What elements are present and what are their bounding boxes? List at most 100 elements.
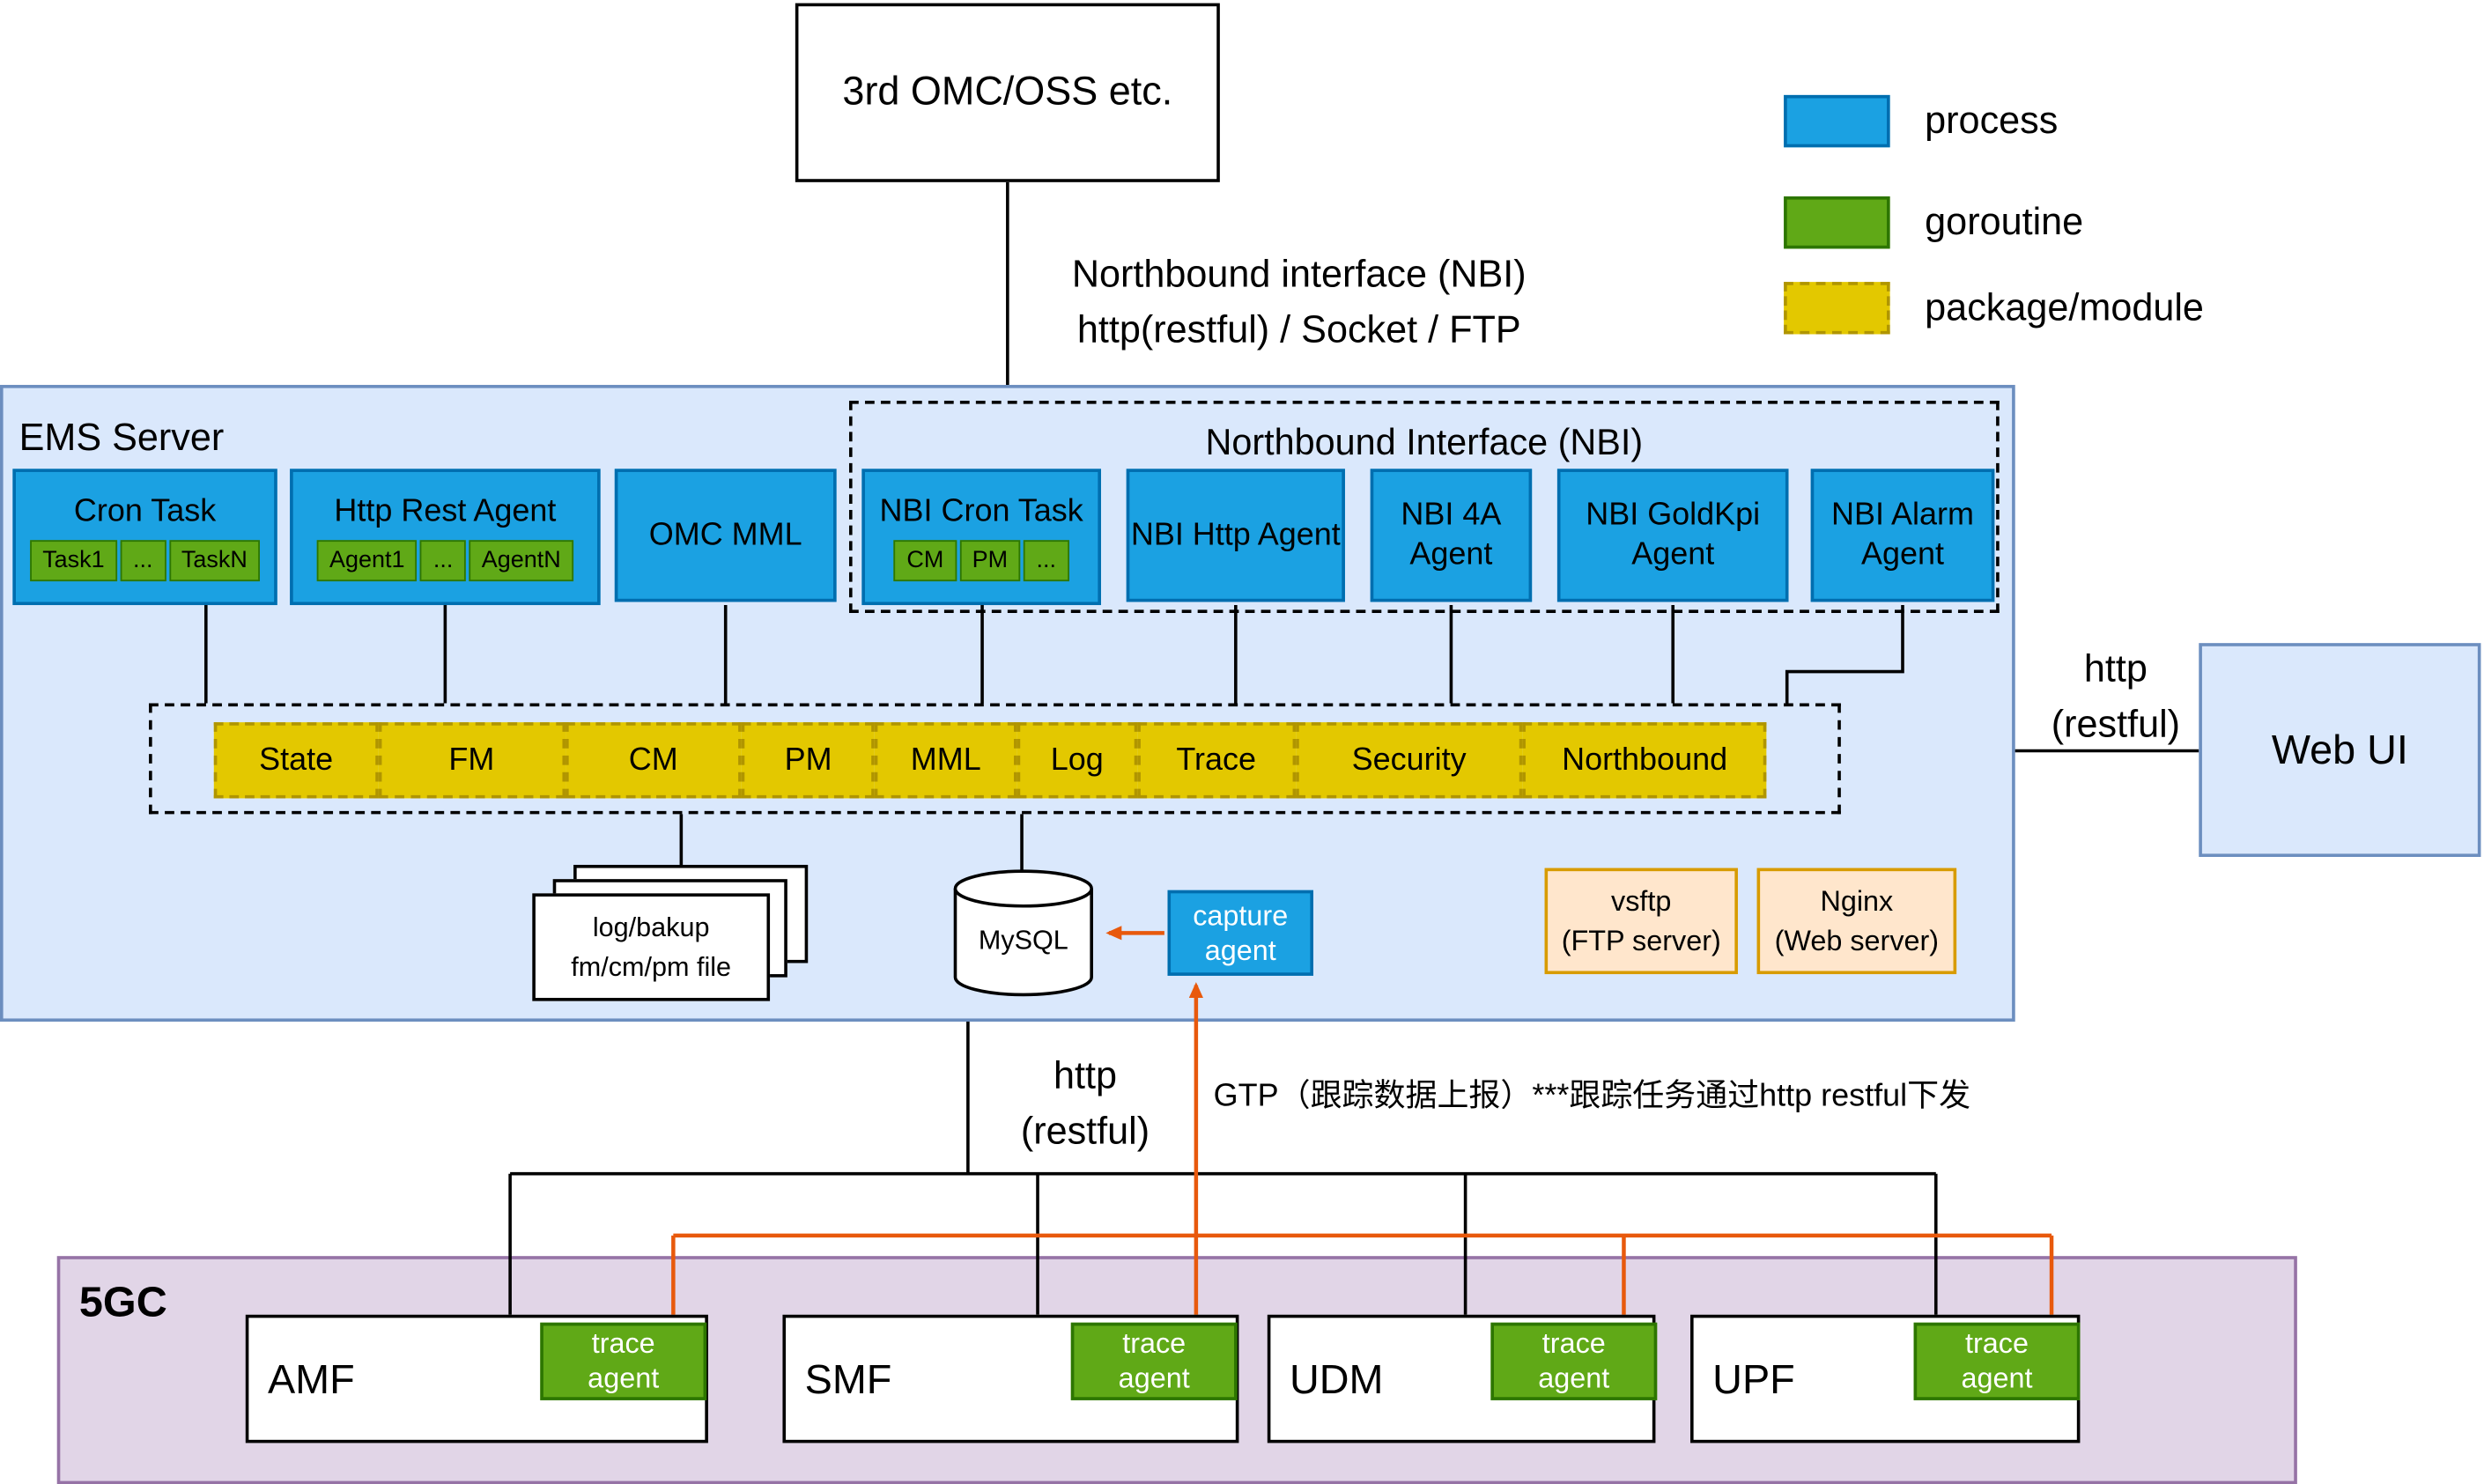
nbi-cron-task-goroutines: CM PM ... [893,539,1069,582]
process-nbi-4a-agent: NBI 4A Agent [1370,469,1533,602]
capture-agent-line2: agent [1204,934,1276,967]
file-label-line2: fm/cm/pm file [571,951,732,983]
trace-agent-amf-line2: agent [588,1361,660,1393]
nf-upf-label: UPF [1712,1354,1795,1402]
http-rest-agent-title: Http Rest Agent [334,493,557,529]
trace-agent-smf-line2: agent [1118,1361,1190,1393]
nginx-label-line2: (Web server) [1774,924,1940,956]
process-http-rest-agent: Http Rest Agent Agent1 ... AgentN [290,469,601,606]
goroutine-agent-dots: ... [420,539,466,582]
goroutine-pm: PM [959,539,1021,582]
legend-label-package: package/module [1925,285,2204,329]
cron-task-goroutines: Task1 ... TaskN [29,539,261,582]
http-restful-south-line2: (restful) [1020,1110,1150,1153]
mysql-label: MySQL [978,925,1068,956]
module-security: Security [1295,722,1523,799]
mysql-database: MySQL [950,868,1096,998]
module-state: State [213,722,379,799]
module-cm: CM [565,722,743,799]
process-swatch [1784,94,1890,148]
file-label-line1: log/bakup [592,912,710,942]
legend-item-package: package/module [1784,282,2204,335]
core-5gc-title: 5GC [78,1278,167,1326]
vsftp-label-line2: (FTP server) [1561,924,1721,956]
nbi-link-label: Northbound interface (NBI) http(restful)… [982,248,1615,358]
capture-agent: capture agent [1167,890,1313,976]
web-ui-box: Web UI [2199,643,2481,857]
nf-udm: UDM trace agent [1267,1314,1658,1443]
cron-task-title: Cron Task [73,493,217,529]
package-swatch [1784,282,1890,335]
nf-amf: AMF trace agent [245,1314,708,1443]
trace-agent-upf: trace agent [1913,1322,2081,1400]
database-cylinder-icon [953,869,1093,997]
goroutine-agent1: Agent1 [316,539,418,582]
nbi-alarm-agent-title: NBI Alarm Agent [1831,497,1974,572]
nbi-4a-agent-title: NBI 4A Agent [1401,497,1502,572]
module-northbound: Northbound [1522,722,1767,799]
module-strip: State FM CM PM MML Log Trace Security No… [213,722,1767,799]
module-fm: FM [378,722,566,799]
third-party-omc-label: 3rd OMC/OSS etc. [842,70,1173,114]
nf-amf-label: AMF [267,1354,355,1402]
nginx-label-line1: Nginx [1820,885,1894,918]
http-restful-south-line1: http [1053,1054,1117,1098]
file-page-front: log/bakup fm/cm/pm file [532,893,771,1001]
trace-agent-amf-line1: trace [591,1326,655,1359]
nbi-link-line2: http(restful) / Socket / FTP [1076,308,1521,351]
legend-label-process: process [1925,99,2059,142]
vsftp-server: vsftp (FTP server) [1544,868,1738,975]
process-nbi-alarm-agent: NBI Alarm Agent [1810,469,1995,602]
nbi-http-agent-title: NBI Http Agent [1130,517,1341,552]
goroutine-dots: ... [1024,539,1069,582]
third-party-omc-box: 3rd OMC/OSS etc. [795,3,1220,182]
nf-smf: SMF trace agent [782,1314,1239,1443]
nbi-section [848,401,2000,614]
goroutine-task1: Task1 [29,539,118,582]
nbi-link-line1: Northbound interface (NBI) [1071,253,1527,297]
vsftp-label-line1: vsftp [1611,885,1672,918]
goroutine-taskn: TaskN [168,539,261,582]
nf-smf-label: SMF [804,1354,892,1402]
omc-mml-title: OMC MML [648,517,802,552]
trace-agent-smf-line1: trace [1122,1326,1187,1359]
nf-udm-label: UDM [1289,1354,1384,1402]
legend-item-process: process [1784,94,2059,148]
goroutine-task-dots: ... [120,539,166,582]
goroutine-agentn: AgentN [469,539,574,582]
process-nbi-http-agent: NBI Http Agent [1126,469,1345,602]
trace-agent-amf: trace agent [540,1322,707,1400]
module-trace: Trace [1136,722,1296,799]
goroutine-cm: CM [893,539,957,582]
trace-agent-upf-line1: trace [1965,1326,2029,1359]
process-cron-task: Cron Task Task1 ... TaskN [12,469,277,606]
ems-server-title: EMS Server [18,417,225,460]
legend-label-goroutine: goroutine [1925,200,2084,244]
module-log: Log [1017,722,1137,799]
http-rest-agent-goroutines: Agent1 ... AgentN [316,539,574,582]
http-restful-web-label: http (restful) [2032,643,2199,753]
http-restful-web-line2: (restful) [2051,703,2181,746]
log-file-stack: log/bakup fm/cm/pm file [532,864,814,1004]
capture-agent-line1: capture [1193,898,1289,931]
process-nbi-cron-task: NBI Cron Task CM PM ... [861,469,1101,606]
trace-agent-udm-line2: agent [1538,1361,1610,1393]
trace-agent-smf: trace agent [1070,1322,1238,1400]
http-restful-web-line1: http [2083,647,2148,691]
nginx-server: Nginx (Web server) [1756,868,1957,975]
gtp-note: GTP（跟踪数据上报）***跟踪任务通过http restful下发 [1213,1078,1971,1114]
nbi-cron-task-title: NBI Cron Task [879,493,1083,529]
process-nbi-goldkpi-agent: NBI GoldKpi Agent [1556,469,1789,602]
nf-upf: UPF trace agent [1689,1314,2081,1443]
web-ui-label: Web UI [2271,725,2408,773]
trace-agent-udm: trace agent [1490,1322,1658,1400]
module-pm: PM [742,722,876,799]
trace-agent-upf-line2: agent [1961,1361,2033,1393]
module-mml: MML [875,722,1017,799]
legend-item-goroutine: goroutine [1784,196,2084,249]
goroutine-swatch [1784,196,1890,249]
nbi-goldkpi-agent-title: NBI GoldKpi Agent [1586,497,1761,572]
module-row-container [149,703,1841,815]
http-restful-south-label: http (restful) [992,1050,1179,1160]
